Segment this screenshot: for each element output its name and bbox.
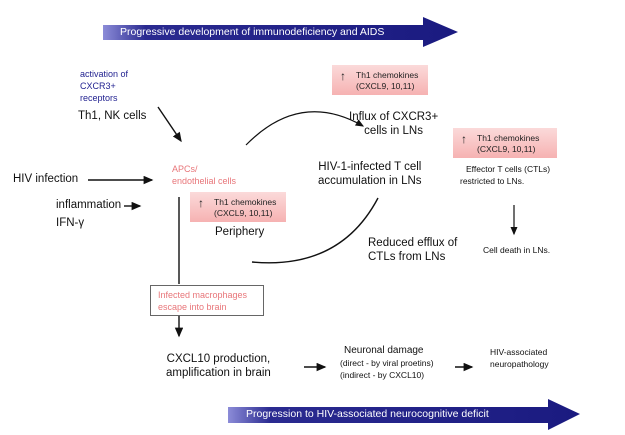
neuropathology-line-2: neuropathology <box>490 359 549 369</box>
cxcl10-label: CXCL10 production, amplification in brai… <box>166 352 271 380</box>
neuronal-line-1: (direct - by viral proetins) <box>340 358 434 368</box>
apcs-line-2: endothelial cells <box>172 176 237 186</box>
chemokine-line-2: (CXCL9, 10,11) <box>214 208 273 218</box>
macrophages-box: Infected macrophages escape into brain <box>150 285 264 316</box>
cell-death-label: Cell death in LNs. <box>483 245 551 255</box>
activation-line-3: receptors <box>80 93 118 103</box>
chemokine-line-1: Th1 chemokines <box>214 197 277 207</box>
bottom-band-label: Progression to HIV-associated neurocogni… <box>246 408 489 420</box>
chemokine-line-1: Th1 chemokines <box>477 133 540 143</box>
apcs-endothelial-label: APCs/ endothelial cells <box>172 163 236 187</box>
chemokine-box-periphery: ↑ Th1 chemokines (CXCL9, 10,11) <box>190 192 286 222</box>
band-arrow-shape <box>228 399 580 430</box>
influx-line-1: Influx of CXCR3+ <box>349 111 439 123</box>
arc-efflux <box>251 197 379 264</box>
ifn-gamma-label: IFN-γ <box>56 217 85 229</box>
activation-label: activation of CXCR3+ receptors <box>80 68 128 104</box>
up-arrow-icon: ↑ <box>461 132 467 146</box>
up-arrow-icon: ↑ <box>340 69 346 83</box>
bottom-progression-arrow: Progression to HIV-associated neurocogni… <box>228 398 580 432</box>
periphery-label: Periphery <box>215 226 265 238</box>
apcs-line-1: APCs/ <box>172 164 198 174</box>
inflammation-label: inflammation <box>56 199 122 211</box>
activation-line-2: CXCR3+ <box>80 81 116 91</box>
neuropathology-line-1: HIV-associated <box>490 347 548 357</box>
macrophages-line-2: escape into brain <box>158 302 227 312</box>
efflux-line-2: CTLs from LNs <box>368 251 446 263</box>
activation-line-1: activation of <box>80 69 129 79</box>
reduced-efflux-label: Reduced efflux of CTLs from LNs <box>368 236 457 264</box>
arrow-th1-to-apcs <box>157 106 182 143</box>
effector-line-1: Effector T cells (CTLs) <box>466 164 551 174</box>
influx-label: Influx of CXCR3+ cells in LNs <box>349 110 438 138</box>
neuropathology-label: HIV-associated neuropathology <box>490 346 549 370</box>
arc-influx <box>245 111 365 146</box>
cxcl10-line-2: amplification in brain <box>166 367 271 379</box>
influx-line-2: cells in LNs <box>364 125 423 137</box>
macrophages-label: Infected macrophages escape into brain <box>158 289 247 313</box>
chemokine-line-1: Th1 chemokines <box>356 70 419 80</box>
neuronal-title: Neuronal damage <box>344 345 424 356</box>
macrophages-line-1: Infected macrophages <box>158 290 248 300</box>
chemokine-box-ln: ↑ Th1 chemokines (CXCL9, 10,11) <box>332 65 428 95</box>
effector-label: Effector T cells (CTLs) restricted to LN… <box>460 163 551 187</box>
chemokine-box-effector: ↑ Th1 chemokines (CXCL9, 10,11) <box>453 128 557 158</box>
band-arrow-shape <box>103 17 458 47</box>
up-arrow-icon: ↑ <box>198 196 204 210</box>
accumulation-line-2: accumulation in LNs <box>318 175 422 187</box>
hiv-infection-label: HIV infection <box>13 173 79 185</box>
accumulation-label: HIV-1-infected T cell accumulation in LN… <box>318 160 422 188</box>
top-progression-arrow: Progressive development of immunodeficie… <box>103 15 458 49</box>
neuronal-line-2: (indirect - by CXCL10) <box>340 370 425 380</box>
top-band-label: Progressive development of immunodeficie… <box>120 26 385 38</box>
cxcl10-line-1: CXCL10 production, <box>166 353 271 365</box>
chemokine-line-2: (CXCL9, 10,11) <box>477 144 536 154</box>
chemokine-line-2: (CXCL9, 10,11) <box>356 81 415 91</box>
effector-line-2: restricted to LNs. <box>460 176 525 186</box>
accumulation-line-1: HIV-1-infected T cell <box>318 161 422 173</box>
neuronal-damage-label: Neuronal damage (direct - by viral proet… <box>340 345 434 381</box>
th1-nk-cells-label: Th1, NK cells <box>78 110 147 122</box>
efflux-line-1: Reduced efflux of <box>368 237 458 249</box>
